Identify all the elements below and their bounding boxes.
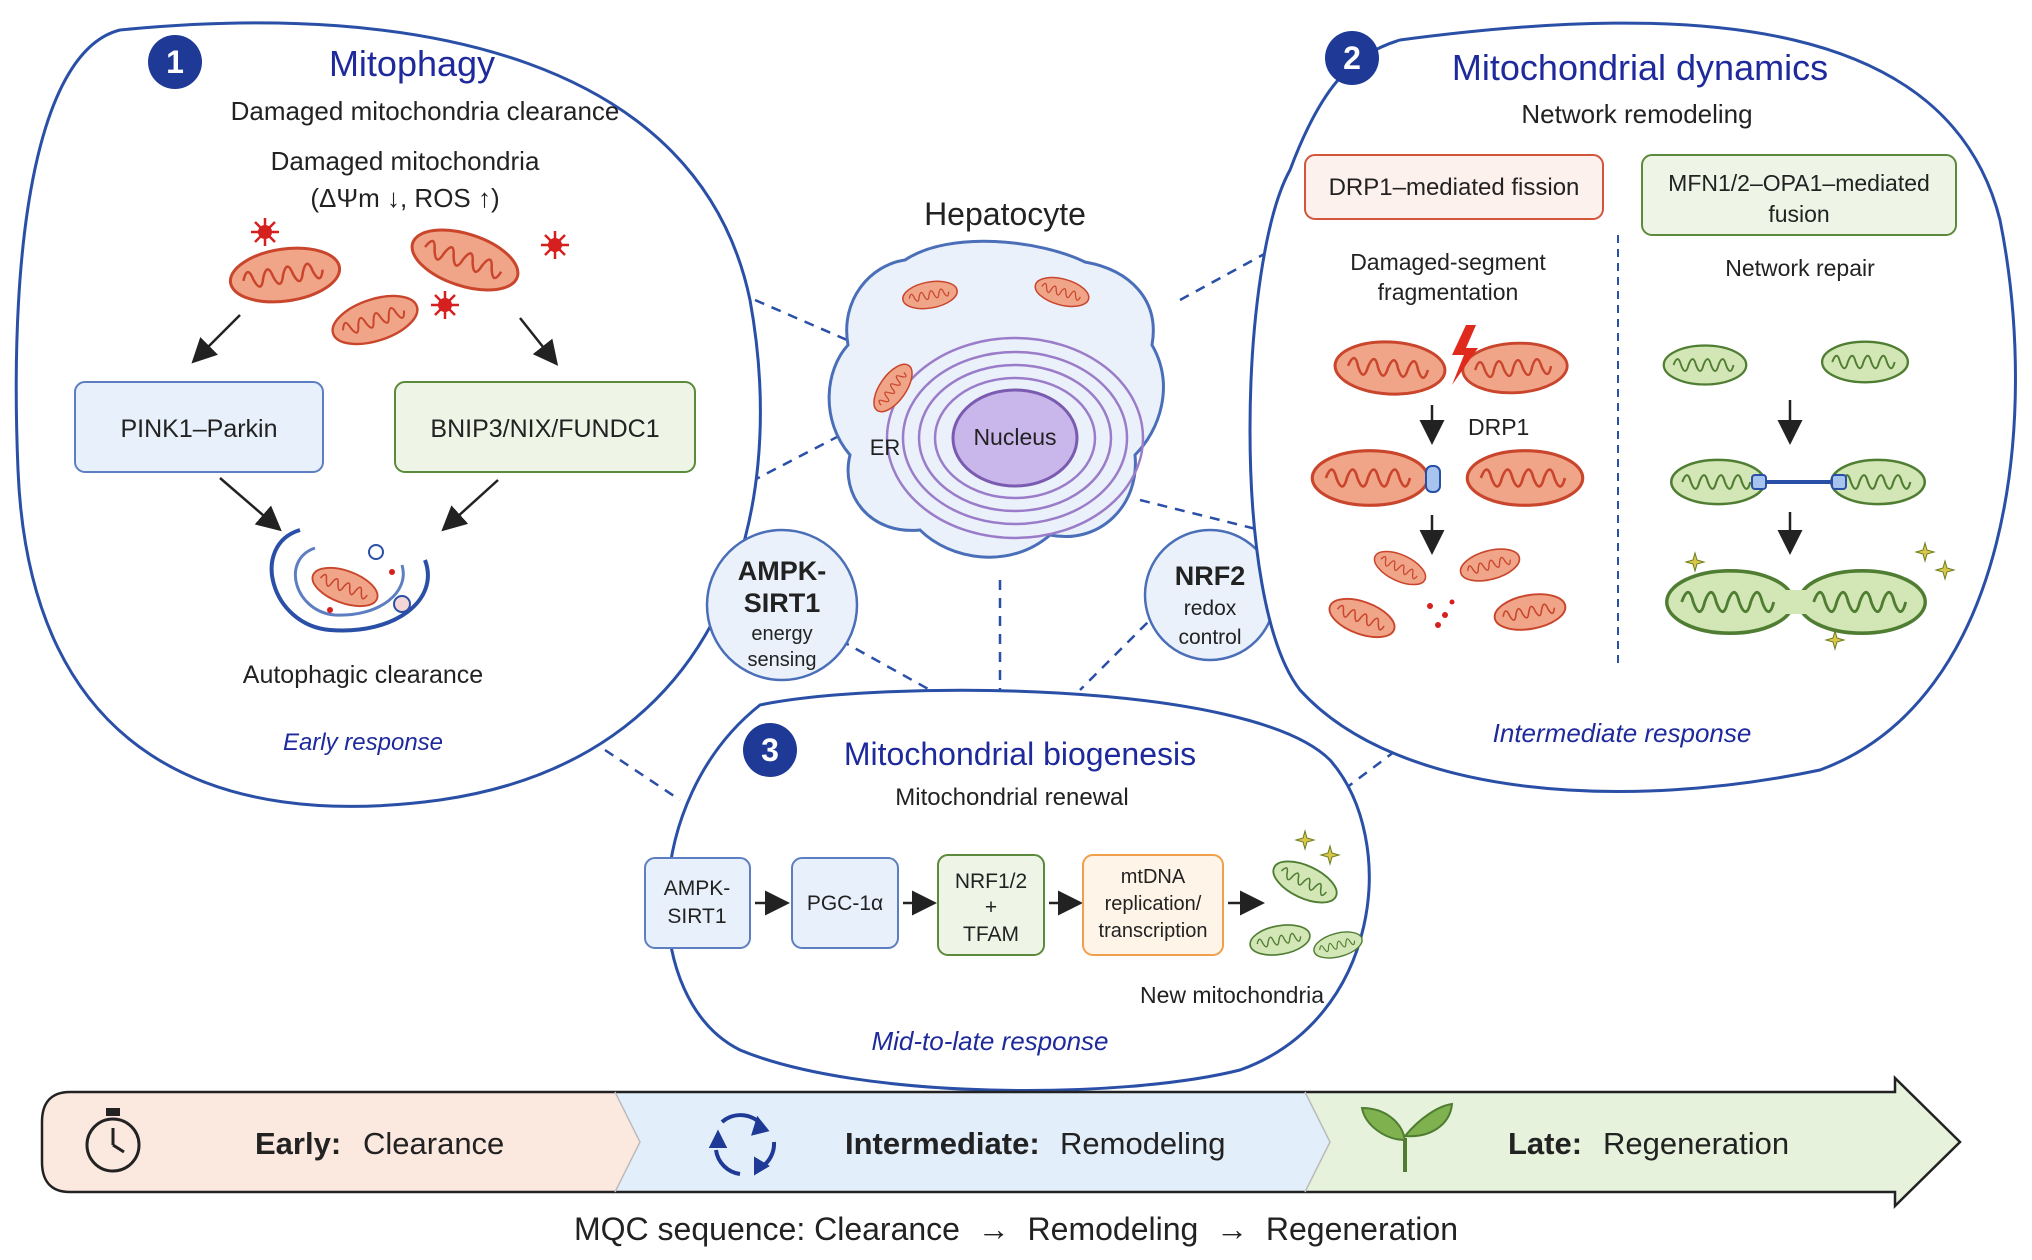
timeline-late-text: Regeneration: [1603, 1126, 1789, 1161]
hepatocyte: Hepatocyte Nucleus ER AMPK- SIRT1 energy…: [705, 196, 1277, 682]
footer-sequence: MQC sequence: Clearance → Remodeling → R…: [574, 1211, 1458, 1247]
panel3-response: Mid-to-late response: [872, 1026, 1109, 1056]
fission-label-line1: Damaged-segment: [1350, 249, 1546, 275]
step2-label: PGC-1α: [807, 892, 883, 915]
timeline-early-text: Clearance: [363, 1126, 504, 1161]
step3-line2: +: [985, 896, 997, 919]
timeline-arrow: Early: Clearance Intermediate: Remodelin…: [40, 1075, 1962, 1209]
panel-biogenesis: 3 Mitochondrial biogenesis Mitochondrial…: [644, 688, 1371, 1092]
panel1-response: Early response: [283, 729, 443, 756]
ampk-node-line1: AMPK-: [738, 556, 827, 586]
step4-line3: transcription: [1099, 920, 1208, 942]
panel-mitophagy: 1 Mitophagy Damaged mitochondria clearan…: [14, 21, 762, 808]
panel2-response: Intermediate response: [1493, 718, 1752, 748]
timeline-early-bold: Early:: [255, 1126, 341, 1161]
lightning-icon: [1452, 325, 1478, 385]
ampk-node-line2: SIRT1: [744, 588, 821, 618]
fission-box: [1304, 154, 1604, 220]
panel2-number: 2: [1343, 40, 1361, 76]
panel-dynamics: 2 Mitochondrial dynamics Network remodel…: [1248, 21, 2017, 793]
panel3-number-badge: [743, 723, 797, 777]
panel3-number: 3: [761, 732, 779, 768]
sprout-icon: [1360, 1102, 1454, 1172]
fusion-box: [1641, 154, 1957, 236]
nucleus-label: Nucleus: [973, 424, 1056, 450]
cycle-arrows-icon: [708, 1113, 777, 1176]
autophagic-clearance-label: Autophagic clearance: [243, 661, 483, 689]
stopwatch-icon: [85, 1108, 141, 1173]
damaged-mito-label: Damaged mitochondria: [271, 146, 540, 176]
biogenesis-step-mtdna: [1082, 854, 1224, 956]
bnip3-box: [394, 381, 696, 473]
panel1-title: Mitophagy: [329, 43, 495, 84]
timeline-mid-text: Remodeling: [1060, 1126, 1225, 1161]
ampk-node-line3: energy: [751, 623, 812, 645]
er-icon: [885, 336, 1145, 540]
new-mito-label: New mitochondria: [1140, 982, 1324, 1008]
fission-label-line2: fragmentation: [1378, 279, 1519, 305]
drp1-constriction-icon: [1310, 449, 1585, 507]
biogenesis-step-pgc: [791, 857, 899, 949]
repair-label: Network repair: [1725, 255, 1875, 281]
ampk-sirt1-node: [705, 528, 859, 682]
biogenesis-step-nrf: [937, 854, 1045, 956]
step4-line1: mtDNA: [1121, 866, 1186, 888]
biogenesis-step-ampk: [644, 857, 751, 949]
step1-line2: SIRT1: [667, 905, 726, 928]
timeline-late-bold: Late:: [1508, 1126, 1582, 1161]
autophagosome-icon: [269, 528, 430, 633]
hepatocyte-title: Hepatocyte: [924, 196, 1086, 232]
fragmented-mitochondria-icon: [1323, 542, 1570, 646]
ampk-node-line4: sensing: [748, 649, 817, 671]
fission-box-label: DRP1–mediated fission: [1329, 174, 1580, 201]
fission-mitochondria-icon: [1332, 325, 1570, 399]
fused-mitochondrion-icon: [1664, 542, 1955, 650]
step3-line3: TFAM: [963, 923, 1019, 946]
fusion-box-line1: MFN1/2–OPA1–mediated: [1668, 170, 1930, 196]
panel3-title: Mitochondrial biogenesis: [844, 736, 1196, 772]
step1-line1: AMPK-: [664, 877, 731, 900]
panel1-subtitle: Damaged mitochondria clearance: [231, 96, 620, 126]
damaged-mito-sub: (ΔΨm ↓, ROS ↑): [310, 183, 499, 213]
pink1-parkin-box: [74, 381, 324, 473]
nrf2-node-line1: NRF2: [1175, 561, 1246, 591]
fusion-box-line2: fusion: [1768, 201, 1829, 227]
panel1-number-badge: [148, 35, 202, 89]
nrf2-node-line3: control: [1178, 626, 1241, 649]
tethered-mitochondria-icon: [1669, 458, 1927, 506]
timeline-mid-bold: Intermediate:: [845, 1126, 1040, 1161]
panel3-subtitle: Mitochondrial renewal: [895, 784, 1128, 811]
er-label: ER: [870, 435, 901, 460]
panel2-subtitle: Network remodeling: [1521, 99, 1752, 129]
panel2-number-badge: [1325, 31, 1379, 85]
panel2-title: Mitochondrial dynamics: [1452, 47, 1828, 88]
pink1-parkin-label: PINK1–Parkin: [120, 415, 277, 443]
drp1-label: DRP1: [1468, 414, 1529, 440]
step4-line2: replication/: [1105, 893, 1202, 915]
nrf2-node-line2: redox: [1184, 597, 1237, 620]
nucleus-icon: [951, 388, 1079, 488]
step3-line1: NRF1/2: [955, 870, 1027, 893]
panel1-number: 1: [166, 44, 184, 80]
bnip3-label: BNIP3/NIX/FUNDC1: [430, 415, 659, 443]
